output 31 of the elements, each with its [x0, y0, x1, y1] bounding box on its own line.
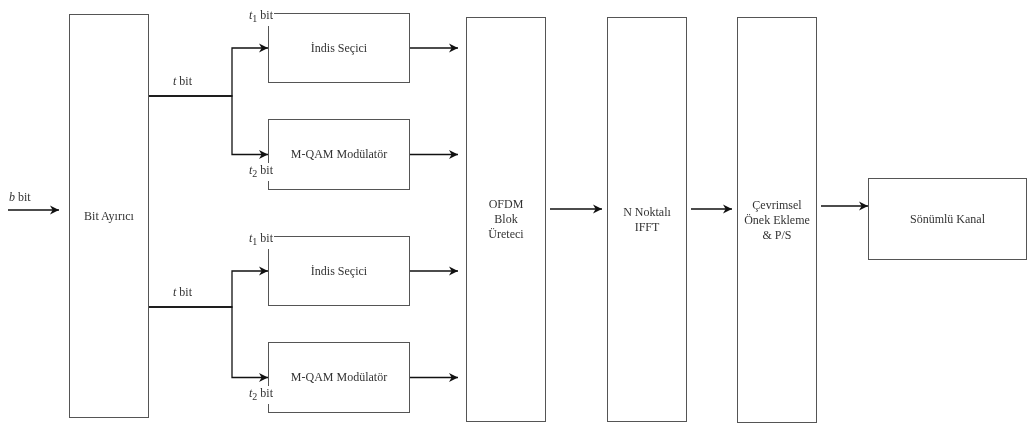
arrow: [148, 306, 269, 383]
edge-label: t$_{1}$ bit: [248, 231, 274, 250]
arrow: [409, 266, 459, 276]
box-label: N Noktalı IFFT: [622, 204, 672, 235]
box-label: İndis Seçici: [310, 40, 368, 56]
process-box: [69, 14, 149, 418]
box-label: M-QAM Modülatör: [290, 370, 388, 385]
arrow: [409, 149, 459, 160]
process-box: [607, 17, 687, 422]
edge-label: b bit: [8, 190, 32, 204]
process-box: [737, 17, 817, 423]
arrow: [690, 204, 733, 214]
edge-label: t$_{2}$ bit: [248, 385, 274, 404]
box-label: Çevrimsel Önek Ekleme & P/S: [743, 197, 811, 243]
arrow: [7, 205, 60, 215]
box-label: Sönümlü Kanal: [910, 211, 985, 227]
arrow: [409, 43, 459, 53]
arrow: [549, 204, 603, 214]
arrow: [409, 372, 459, 383]
arrow: [148, 95, 269, 160]
box-label: Bit Ayırıcı: [84, 208, 134, 224]
process-box: [466, 17, 546, 422]
edge-label: t$_{2}$ bit: [248, 162, 274, 181]
box-label: M-QAM Modülatör: [290, 147, 388, 162]
box-label: OFDM Blok Üreteci: [487, 197, 525, 242]
bit-count-label: t bit: [172, 74, 193, 88]
arrow: [820, 201, 869, 211]
bit-count-label: t bit: [172, 285, 193, 299]
process-box: [868, 178, 1027, 260]
box-label: İndis Seçici: [310, 263, 368, 279]
edge-label: t$_{1}$ bit: [248, 8, 274, 27]
